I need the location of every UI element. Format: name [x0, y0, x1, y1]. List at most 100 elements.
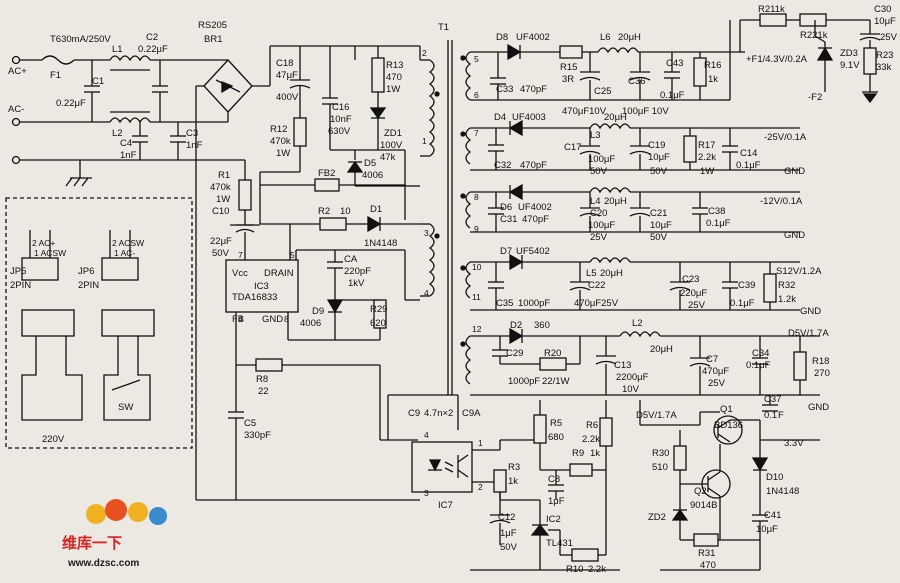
l4-ref: L4	[590, 196, 601, 207]
r13-ref: R13	[386, 60, 403, 71]
ac-input-section	[11, 55, 245, 187]
ic3-ref: IC3	[254, 281, 269, 292]
fb2-label: FB2	[318, 168, 335, 179]
ic3-pin5: 5	[290, 250, 295, 260]
c30-ref: C30	[874, 4, 891, 15]
c34-ref: C34	[752, 348, 769, 359]
r17-ref: R17	[698, 140, 715, 151]
watermark-url: www.dzsc.com	[67, 558, 139, 569]
jp5-pin-ac-plus: 2 AC+	[32, 238, 55, 248]
c41-ref: C41	[764, 510, 781, 521]
q2-ref: Q2	[694, 486, 707, 497]
r9-ref: R9	[572, 448, 584, 459]
c10-voltage: 50V	[212, 248, 230, 259]
zd1-resistor: 47k	[380, 152, 396, 163]
r12-value: 470k	[270, 136, 291, 147]
c18-voltage: 400V	[276, 92, 299, 103]
c13-voltage: 10V	[622, 384, 640, 395]
d9-value: 4006	[300, 318, 321, 329]
c37-unit: F	[778, 410, 784, 421]
ic3-pin8: 8	[284, 314, 289, 324]
c34-value: 0.1μF	[746, 360, 771, 371]
d5-ref: D5	[364, 158, 376, 169]
c18-value: 47μF	[276, 70, 298, 81]
r20-value: 22/1W	[542, 376, 569, 387]
t1-pin2: 2	[422, 48, 427, 58]
jp6-ref: JP6	[78, 266, 94, 277]
c38-ref: C38	[708, 206, 725, 217]
c14-value: 0.1μF	[736, 160, 761, 171]
output-d5v-label: D5V/1.7A	[636, 410, 677, 421]
c23-value: 220μF	[680, 288, 707, 299]
ic3-vcc: Vcc	[232, 268, 248, 279]
c13-value: 2200μF	[616, 372, 649, 383]
ca-ref: CA	[344, 254, 358, 265]
d6-ref: D6	[500, 202, 512, 213]
l2b-ref: L2	[632, 318, 643, 329]
c39-value: 0.1μF	[730, 298, 755, 309]
gnd-3: GND	[800, 306, 821, 317]
r30-ref: R30	[652, 448, 669, 459]
c36-ref: C36	[628, 76, 645, 87]
connector-blocks	[21, 230, 155, 421]
output-filament	[470, 13, 881, 104]
c33-ref: C33	[496, 84, 513, 95]
output-3v3-label: 3.3V	[784, 438, 804, 449]
output-minus25v	[470, 119, 800, 171]
t1-pin4: 4	[424, 288, 429, 298]
c3-value: 1nF	[186, 140, 203, 151]
ic3-gnd: GND	[262, 314, 283, 325]
watermark-site-name: 维库一下	[62, 534, 122, 552]
r10-value: 2.2k	[588, 564, 606, 575]
r29-ref: R29	[370, 304, 387, 315]
c43-value: 0.1μF	[660, 90, 685, 101]
r3-value: 1k	[508, 476, 518, 487]
voltage-220v: 220V	[42, 434, 65, 445]
t1-pin12: 12	[472, 324, 482, 334]
c5-ref: C5	[244, 418, 256, 429]
ic3-part: TDA16833	[232, 292, 277, 303]
c31-ref: C31	[500, 214, 517, 225]
c12-value: 1μF	[500, 528, 517, 539]
c43-ref: C43	[666, 58, 683, 69]
c8-ref: C8	[548, 474, 560, 485]
ac-minus-label: AC-	[8, 104, 24, 115]
t1-label: T1	[438, 22, 449, 33]
d7-ref: D7	[500, 246, 512, 257]
l6-value: 20μH	[618, 32, 641, 43]
fuse-rating: T630mA/250V	[50, 34, 111, 45]
r2-ref: R2	[318, 206, 330, 217]
t1-pin9: 9	[474, 224, 479, 234]
transformer-t1	[387, 40, 472, 440]
r1-ref: R1	[218, 170, 230, 181]
zd2-label: ZD2	[648, 512, 666, 523]
c4-value: 1nF	[120, 150, 137, 161]
r18-value: 270	[814, 368, 830, 379]
ac-plus-label: AC+	[8, 66, 27, 77]
c30-voltage: 25V	[880, 32, 898, 43]
c7-value: 470μF	[702, 366, 729, 377]
gnd-4: GND	[808, 402, 829, 413]
d4-ref: D4	[494, 112, 506, 123]
bridge-rectifier	[195, 45, 420, 500]
d10-ref: D10	[766, 472, 783, 483]
l3-ref: L3	[590, 130, 601, 141]
r10-ref: R10	[566, 564, 583, 575]
c1-ref: C1	[92, 76, 104, 87]
d10-value: 1N4148	[766, 486, 799, 497]
ic3-pin7: 7	[238, 250, 243, 260]
c21-value: 10μF	[650, 220, 672, 231]
t1-pin10: 10	[472, 262, 482, 272]
r31-value: 470	[700, 560, 716, 571]
ic7-ref: IC7	[438, 500, 453, 511]
r23-value: 33k	[876, 62, 892, 73]
r6-value: 2.2k	[582, 434, 600, 445]
c10-ref: C10	[212, 206, 229, 217]
output-12v-label: S12V/1.2A	[776, 266, 822, 277]
c16-voltage: 630V	[328, 126, 351, 137]
c7-ref: C7	[706, 354, 718, 365]
c12-ref: C12	[498, 512, 515, 523]
output-m12v: -12V/0.1A	[760, 196, 803, 207]
l2b-value: 20μH	[650, 344, 673, 355]
